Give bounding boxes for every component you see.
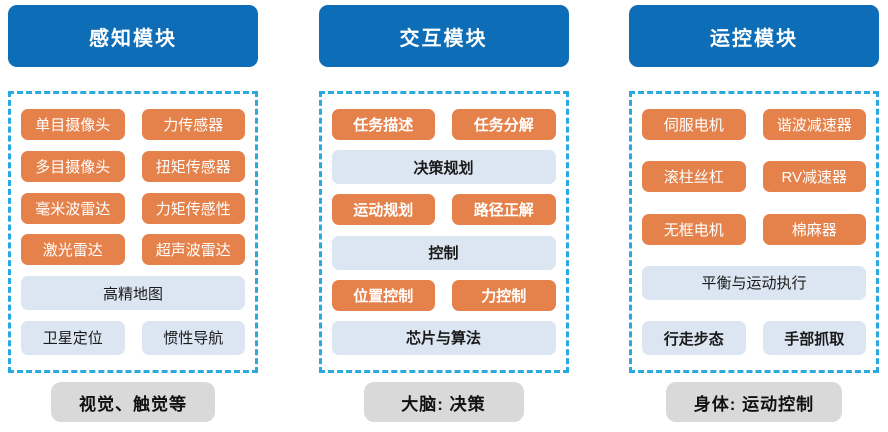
chip: 激光雷达 [21, 234, 125, 266]
module-footer-motion-control: 身体: 运动控制 [665, 382, 843, 422]
module-footer-interaction: 大脑: 决策 [363, 382, 524, 422]
module-header-motion-control: 运控模块 [629, 5, 879, 67]
chip: 平衡与运动执行 [642, 265, 866, 300]
chip: 力矩传感性 [141, 192, 245, 224]
interaction-panel: 任务描述 任务分解 决策规划 运动规划 路径正解 控制 位置控制 力控制 芯片与… [318, 91, 569, 373]
chip: 高精地图 [21, 276, 245, 311]
chip: 任务分解 [452, 109, 556, 140]
chip: 谐波减速器 [762, 109, 866, 140]
chip: 任务描述 [331, 109, 435, 140]
chip: 单目摄像头 [21, 109, 125, 140]
chip: 控制 [331, 235, 556, 270]
chip: 超声波雷达 [141, 234, 245, 266]
module-header-perception: 感知模块 [8, 5, 258, 67]
chip: 路径正解 [452, 194, 556, 226]
chip: 运动规划 [331, 194, 435, 226]
module-footer-perception: 视觉、触觉等 [51, 382, 215, 422]
chip: 惯性导航 [141, 320, 245, 355]
module-header-interaction: 交互模块 [318, 5, 569, 67]
module-column-interaction: 交互模块 任务描述 任务分解 决策规划 运动规划 路径正解 控制 位置控制 力控… [318, 5, 569, 426]
chip: 滚柱丝杠 [642, 161, 746, 193]
chip: 毫米波雷达 [21, 192, 125, 224]
chip: RV减速器 [762, 161, 866, 193]
motion-control-panel: 伺服电机 谐波减速器 滚柱丝杠 RV减速器 无框电机 棉麻器 平衡与运动执行 行… [629, 91, 879, 373]
chip: 棉麻器 [762, 213, 866, 245]
chip: 力控制 [452, 279, 556, 311]
chip: 扭矩传感器 [141, 150, 245, 182]
perception-panel: 单目摄像头 力传感器 多目摄像头 扭矩传感器 毫米波雷达 力矩传感性 激光雷达 … [8, 91, 258, 373]
chip: 卫星定位 [21, 320, 125, 355]
module-column-perception: 感知模块 单目摄像头 力传感器 多目摄像头 扭矩传感器 毫米波雷达 力矩传感性 … [8, 5, 258, 426]
chip: 无框电机 [642, 213, 746, 245]
chip: 力传感器 [141, 109, 245, 140]
chip: 多目摄像头 [21, 150, 125, 182]
chip: 行走步态 [642, 321, 746, 355]
module-column-motion-control: 运控模块 伺服电机 谐波减速器 滚柱丝杠 RV减速器 无框电机 棉麻器 平衡与运… [629, 5, 879, 426]
chip: 位置控制 [331, 279, 435, 311]
chip: 伺服电机 [642, 109, 746, 140]
chip: 芯片与算法 [331, 320, 556, 355]
chip: 决策规划 [331, 150, 556, 185]
chip: 手部抓取 [762, 321, 866, 355]
